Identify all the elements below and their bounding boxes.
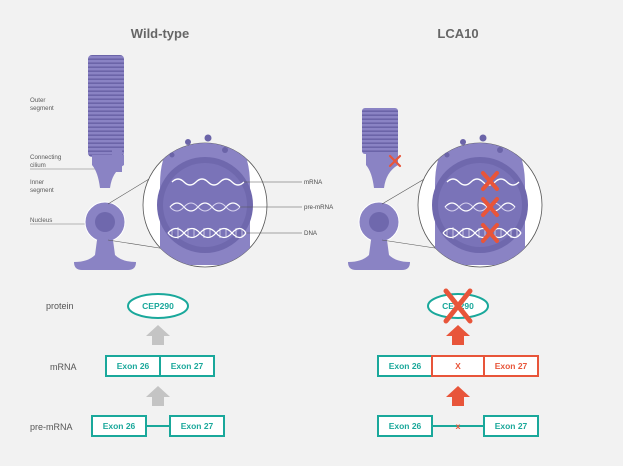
label-inner-segment-1: Inner xyxy=(30,179,44,186)
row-labels: protein mRNA pre-mRNA xyxy=(30,301,77,432)
wildtype-zoom: mRNA pre-mRNA DNA xyxy=(142,134,334,268)
lca10-outer-segment xyxy=(362,108,398,154)
row-label-protein: protein xyxy=(46,301,74,311)
lca10-protein-cross xyxy=(443,288,473,324)
wildtype-dna-strand-2 xyxy=(167,227,247,239)
lca10-mrna-cross xyxy=(481,171,499,191)
label-outer-segment-2: segment xyxy=(30,105,54,112)
lca10-pre-mrna-exon-27: Exon 27 xyxy=(495,421,528,431)
lca10-zoom xyxy=(417,134,543,268)
wildtype-pre-mrna-strand-2 xyxy=(169,202,241,212)
wildtype-outer-segment xyxy=(88,55,124,157)
lca10-mrna-exon27-box xyxy=(483,355,539,377)
wildtype-pre-mrna-exon-26: Exon 26 xyxy=(103,421,136,431)
title-wildtype: Wild-type xyxy=(131,26,189,41)
lca10-mrna-insert: X xyxy=(455,361,461,371)
lca10-arrow-mrna-to-protein xyxy=(446,325,470,345)
wildtype-arrow-pre-mrna-to-mrna xyxy=(146,386,170,406)
label-connecting-cilium-2: cilium xyxy=(30,162,46,169)
wildtype-pre-mrna-exon-27: Exon 27 xyxy=(181,421,214,431)
wildtype-inner-segment xyxy=(92,155,124,188)
label-nucleus: Nucleus xyxy=(30,217,52,224)
lca10-inner-segment xyxy=(366,152,398,188)
wildtype-synapse xyxy=(74,240,136,270)
wildtype-mrna-exon-26: Exon 26 xyxy=(117,361,150,371)
zoom-label-mrna: mRNA xyxy=(304,179,323,186)
lca10-photoreceptor xyxy=(348,108,449,270)
wildtype-nucleus xyxy=(95,212,115,232)
zoom-label-pre-mrna: pre-mRNA xyxy=(304,204,334,211)
label-outer-segment-1: Outer xyxy=(30,97,45,104)
label-inner-segment-2: segment xyxy=(30,187,54,194)
lca10-cilium-defect-cross xyxy=(388,154,402,168)
lca10-pre-mrna-exon-26: Exon 26 xyxy=(389,421,422,431)
wildtype-mrna-strand xyxy=(171,178,245,186)
wildtype-photoreceptor xyxy=(74,55,173,270)
lca10-arrow-pre-mrna-to-mrna xyxy=(446,386,470,406)
lca10-pre-mrna-exon27-box xyxy=(483,415,539,437)
label-connecting-cilium-1: Connecting xyxy=(30,154,62,161)
wildtype-pre-mrna-strand xyxy=(169,202,241,212)
row-label-pre-mrna: pre-mRNA xyxy=(30,422,73,432)
lca10-pre-mrna-mutation-mark: x xyxy=(456,421,461,431)
wildtype-pre-mrna-exon27-box xyxy=(169,415,225,437)
lca10-dna-cross xyxy=(481,223,499,243)
lca10-mrna-exon-27: Exon 27 xyxy=(495,361,528,371)
lca10-mrna-exon-26: Exon 26 xyxy=(389,361,422,371)
title-lca10: LCA10 xyxy=(437,26,478,41)
zoom-label-dna: DNA xyxy=(304,230,318,237)
wildtype-arrow-mrna-to-protein xyxy=(146,325,170,345)
wildtype-dna-strand xyxy=(167,227,247,239)
wildtype-protein-label: CEP290 xyxy=(142,301,174,311)
wildtype-pathway: CEP290 Exon 26 Exon 27 Exon 26 Exon 27 xyxy=(91,293,225,437)
wildtype-protein-oval xyxy=(127,293,189,319)
lca10-synapse xyxy=(348,240,410,270)
row-label-mrna: mRNA xyxy=(50,362,77,372)
wildtype-mrna-exon-27: Exon 27 xyxy=(171,361,204,371)
lca10-nucleus xyxy=(369,212,389,232)
lca10-pre-mrna-cross xyxy=(481,197,499,217)
lca10-pathway: CEP290 Exon 26 X Exon 27 Exon 26 Exon 27… xyxy=(377,288,539,437)
